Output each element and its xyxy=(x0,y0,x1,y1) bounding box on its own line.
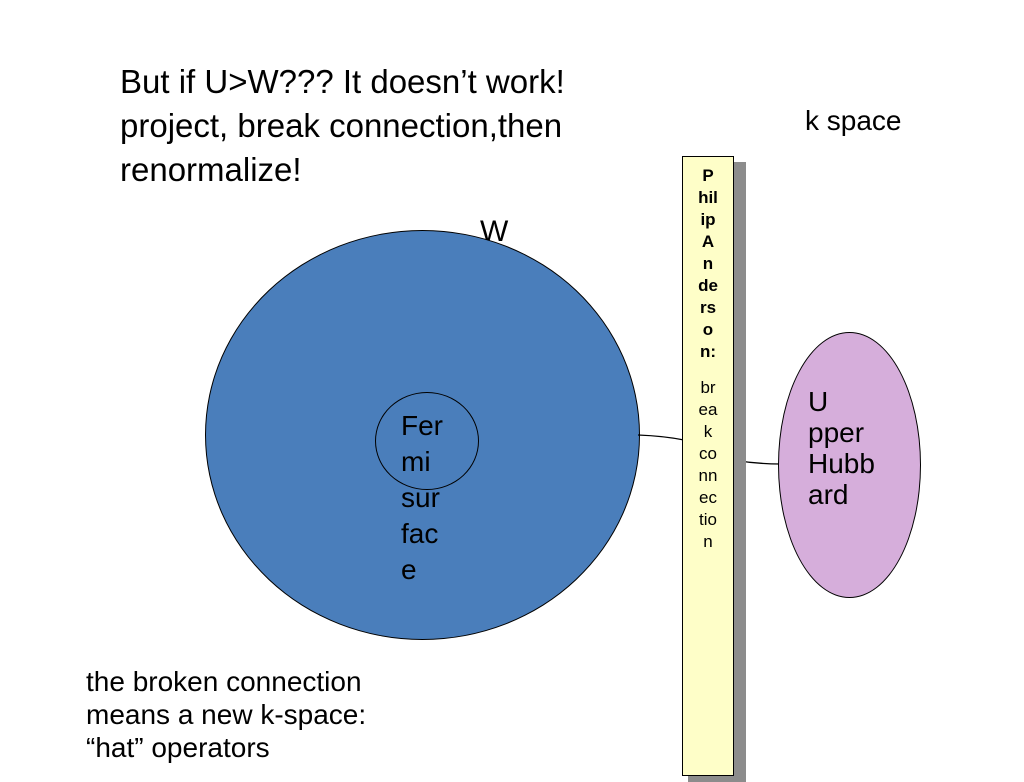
fermi-surface-label: Fer mi sur fac e xyxy=(401,410,443,585)
anderson-name: P hil ip A n de rs o n: xyxy=(698,166,718,361)
k-space-label: k space xyxy=(805,105,902,136)
break-connection-text: br ea k co nn ec tio n xyxy=(698,378,718,551)
broken-connection-note: the broken connection means a new k-spac… xyxy=(86,666,367,763)
connection-line-left xyxy=(637,434,685,441)
upper-hubbard-label: U pper Hubb ard xyxy=(808,386,875,510)
slide-title: But if U>W??? It doesn’t work! project, … xyxy=(120,63,565,188)
fermi-surface-circle xyxy=(375,392,479,490)
upper-hubbard-ellipse xyxy=(778,332,921,598)
anderson-bar: P hil ip A n de rs o n: br ea k co nn ec… xyxy=(682,156,734,776)
